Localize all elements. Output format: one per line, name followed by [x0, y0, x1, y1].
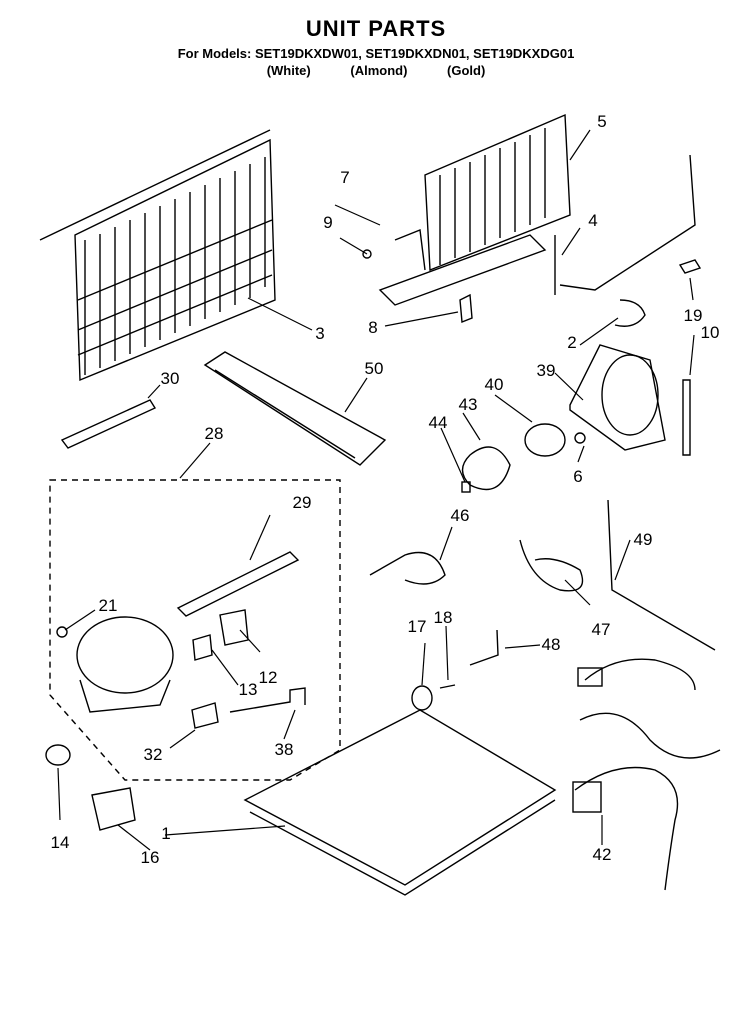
callout-28: 28: [204, 424, 224, 443]
color-almond: (Almond): [350, 63, 408, 78]
callout-4: 4: [588, 211, 598, 230]
diagram-title: UNIT PARTS: [305, 16, 447, 41]
callout-43: 43: [458, 395, 478, 414]
harness-32: [229, 687, 306, 713]
capacitor: [191, 702, 219, 729]
seal-strip: [682, 379, 691, 456]
overload: [192, 634, 213, 661]
relay: [219, 609, 249, 646]
bracket-16: [91, 787, 136, 831]
callout-46: 46: [450, 506, 470, 525]
drain-line: [607, 499, 716, 651]
callout-29: 29: [292, 493, 312, 512]
grommet-14: [45, 744, 71, 766]
callout-47: 47: [591, 620, 611, 639]
drain-hose: [519, 539, 584, 592]
callout-30: 30: [160, 369, 180, 388]
callout-12: 12: [258, 668, 278, 687]
roller: [411, 685, 433, 711]
drain-connector: [469, 629, 499, 666]
callout-9: 9: [323, 213, 333, 232]
callout-1: 1: [161, 824, 171, 843]
dryer: [176, 551, 300, 617]
screw: [362, 249, 372, 259]
fan-assembly: [461, 423, 586, 493]
callout-18: 18: [433, 608, 453, 627]
leader-lines: [57, 129, 695, 851]
defrost-sensor: [554, 154, 696, 295]
roller-screw: [439, 684, 456, 689]
evaporator: [378, 113, 571, 306]
callout-39: 39: [536, 361, 556, 380]
wiring-harness: [572, 658, 721, 891]
callout-50: 50: [364, 359, 384, 378]
callout-49: 49: [633, 530, 653, 549]
color-white: (White): [266, 63, 311, 78]
drain-tube: [369, 551, 446, 585]
callout-16: 16: [140, 848, 160, 867]
callout-19: 19: [683, 306, 703, 325]
evaporator-bracket: [378, 234, 547, 306]
callout-2: 2: [567, 333, 577, 352]
power-grommet: [614, 299, 646, 327]
clip: [459, 293, 473, 323]
callout-13: 13: [238, 680, 258, 699]
callout-48: 48: [541, 635, 561, 654]
callout-14: 14: [50, 833, 70, 852]
callout-5: 5: [597, 112, 607, 131]
model-list: For Models: SET19DKXDW01, SET19DKXDN01, …: [177, 46, 575, 61]
callout-38: 38: [274, 740, 294, 759]
drain-pan: [203, 351, 387, 466]
callout-44: 44: [428, 413, 448, 432]
color-list: (White) (Almond) (Gold): [0, 63, 752, 78]
callout-3: 3: [315, 324, 325, 343]
callout-7: 7: [340, 168, 350, 187]
compressor-kit-outline: [49, 479, 341, 781]
callout-6: 6: [573, 467, 583, 486]
callout-42: 42: [592, 845, 612, 864]
condenser-coil: [39, 129, 276, 382]
callout-40: 40: [484, 375, 504, 394]
fan-shroud: [569, 344, 666, 451]
callout-10: 10: [700, 323, 720, 342]
wire-clip: [678, 259, 702, 274]
color-gold: (Gold): [447, 63, 486, 78]
compressor: [56, 616, 174, 713]
base-pan: [243, 709, 557, 896]
callout-17: 17: [407, 617, 427, 636]
callout-8: 8: [368, 318, 378, 337]
callout-32: 32: [143, 745, 163, 764]
defrost-tube: [60, 399, 157, 449]
callout-21: 21: [98, 596, 118, 615]
